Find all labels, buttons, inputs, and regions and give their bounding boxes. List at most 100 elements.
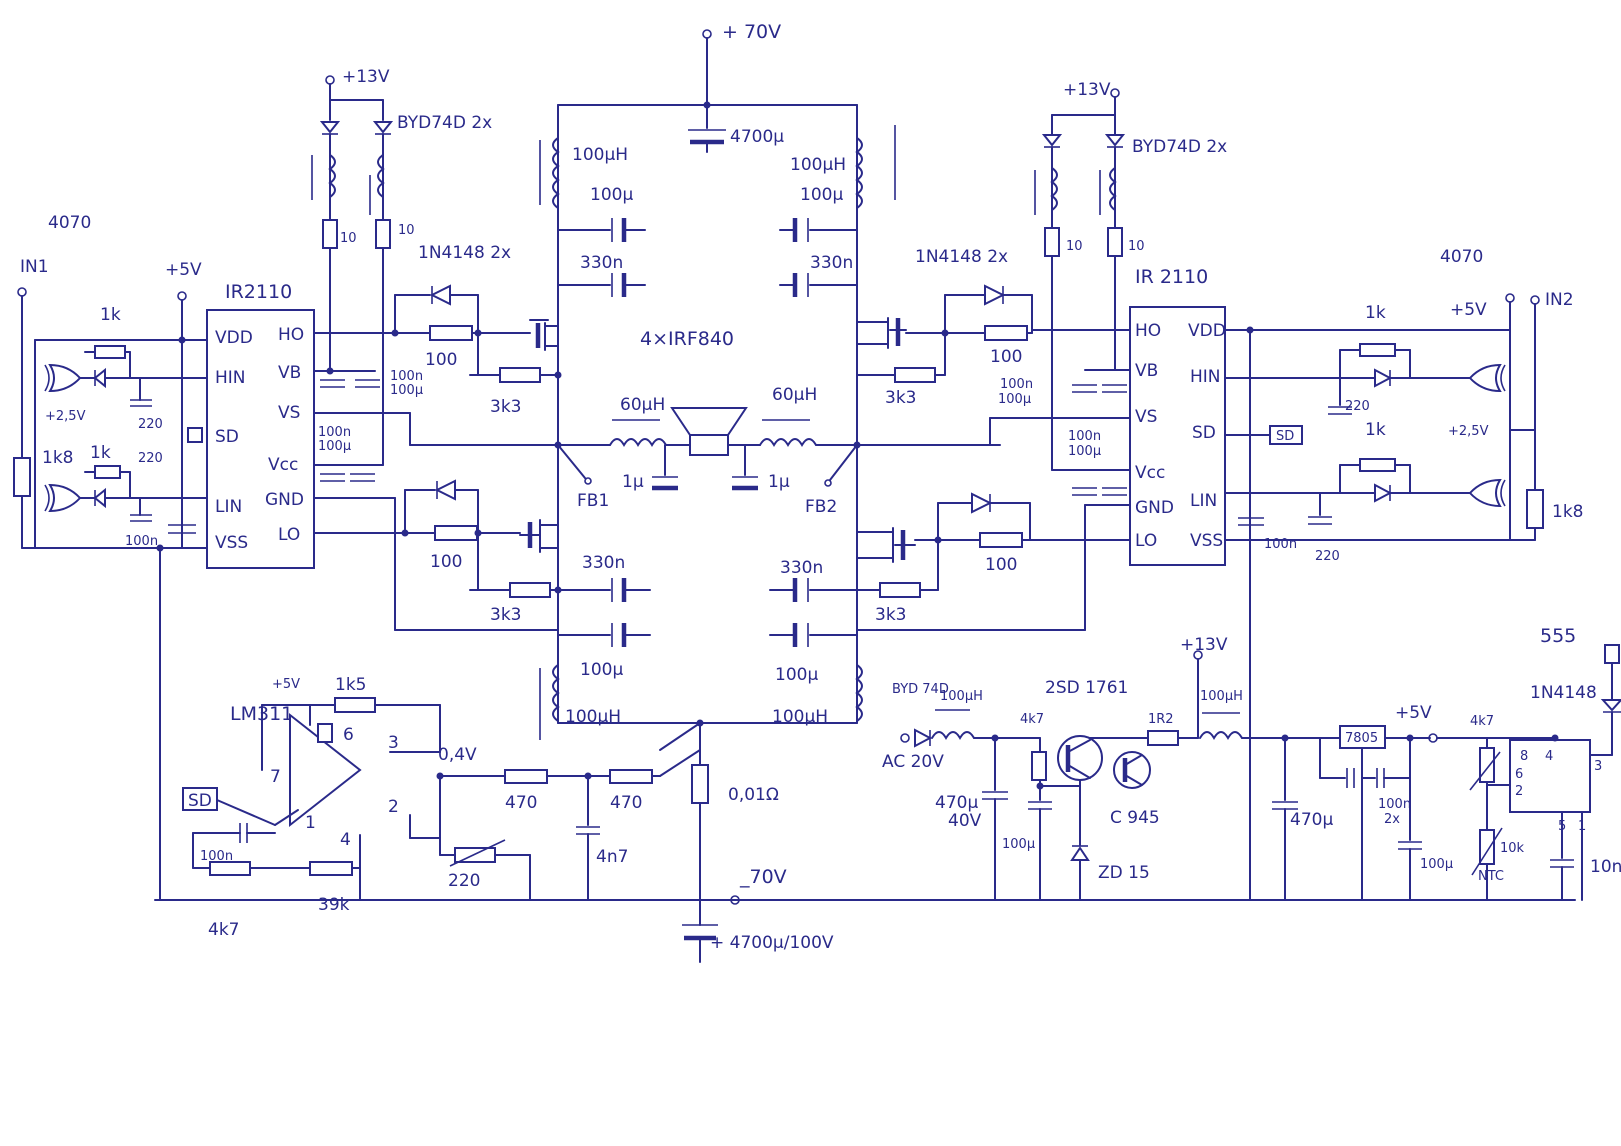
d1n4148-555-label: 1N4148 [1530, 683, 1597, 703]
v04-label: 0,4V [438, 745, 477, 765]
ir-right-pin-hin: HIN [1190, 367, 1221, 387]
ir-left-pin-ho: HO [278, 325, 304, 345]
v25-left-label: +2,5V [45, 409, 86, 424]
r1k-right-b-label: 1k [1365, 420, 1386, 440]
left-bootstrap: +13V BYD74D 2x 10 10 100n 100µ [311, 67, 511, 482]
v5-right-label: +5V [1450, 300, 1487, 320]
c-vcc-left-label: 100n [318, 425, 351, 440]
shunt-resistor-label: 0,01Ω [728, 785, 779, 805]
l100-tr-label: 100µH [790, 155, 846, 175]
c-vb-left-label: 100n [390, 369, 423, 384]
c4700-top-label: 4700µ [730, 127, 784, 147]
ir-left-pin-vb: VB [278, 363, 301, 383]
r-gate-rh-label: 100 [990, 347, 1022, 367]
fb2-label: FB2 [805, 497, 837, 517]
v13-reg-label: +13V [1180, 635, 1228, 655]
ir-left-pin-sd: SD [215, 427, 239, 447]
lm311-pin-2: 2 [388, 797, 399, 817]
transistor-2sd1761 [1057, 735, 1103, 781]
regulator-section: BYD 74D AC 20V 100µH 470µ 40V 4k7 100µ 2… [882, 635, 1453, 901]
ir-right-pin-vdd: VDD [1188, 321, 1226, 341]
r1k5-label: 1k5 [335, 675, 366, 695]
v25-right-label: +2,5V [1448, 424, 1489, 439]
r1r2-label: 1R2 [1148, 712, 1174, 727]
c330-bl-label: 330n [582, 553, 625, 573]
c-vcc-right-label: 100n [1068, 429, 1101, 444]
ir-right-pin-sd: SD [1192, 423, 1216, 443]
c555-pin-4: 4 [1545, 749, 1553, 764]
supply-plus70-label: + 70V [722, 21, 781, 43]
c100u-reg-label: 100µ [1002, 837, 1035, 852]
d1n4148-right-label: 1N4148 2x [915, 247, 1008, 267]
v13-right-label: +13V [1063, 80, 1111, 100]
sd-right-label: SD [1276, 429, 1294, 444]
right-bootstrap: +13V BYD74D 2x 10 10 100n 100µ [915, 80, 1227, 496]
transistor-c945-label: C 945 [1110, 808, 1160, 828]
mosfet-left-low [519, 519, 559, 553]
r-gate-lh-label: 100 [425, 350, 457, 370]
r-hb-right-b-label: 10 [1128, 239, 1145, 254]
c220-left-a-label: 220 [138, 417, 163, 432]
lm311-pin-3: 3 [388, 733, 399, 753]
ir-left-pin-vcc: Vcc [268, 455, 298, 475]
ir-right-pin-vb: VB [1135, 361, 1158, 381]
r-gate-ll-label: 100 [430, 552, 462, 572]
v5-reg-label: +5V [1395, 703, 1432, 723]
ir-right-pin-vcc: Vcc [1135, 463, 1165, 483]
r10k-label: 10k [1500, 841, 1525, 856]
timer-555-section: 555 1N4148 8 4 6 2 3 5 1 4k7 10k NTC [1436, 625, 1621, 901]
c100u-tr-label: 100µ [800, 185, 843, 205]
c330-tl-label: 330n [580, 253, 623, 273]
mosfet-left-high [529, 319, 559, 351]
ir-left-pin-lo: LO [278, 525, 300, 545]
left-gate-network: 100 100 [394, 284, 531, 591]
lm311-pin-7: 7 [270, 767, 281, 787]
c-vb-left-b-label: 100µ [390, 383, 423, 398]
r4k7-reg-label: 4k7 [1020, 712, 1044, 727]
chip4070-right-label: 4070 [1440, 247, 1483, 267]
r1k-left-b-label: 1k [90, 443, 111, 463]
r-hb-left-b-label: 10 [398, 223, 415, 238]
fb1-label: FB1 [577, 491, 609, 511]
mosfets-label: 4×IRF840 [640, 328, 734, 350]
r4k7-555-label: 4k7 [1470, 714, 1494, 729]
c220-right-b-label: 220 [1315, 549, 1340, 564]
c555-pin-6: 6 [1515, 767, 1523, 782]
byd-right-label: BYD74D 2x [1132, 137, 1227, 157]
ir-right-pin-gnd: GND [1135, 498, 1174, 518]
lm311-pin-1: 1 [305, 813, 316, 833]
l100-reg-label: 100µH [1200, 689, 1243, 704]
c555-pin-2: 2 [1515, 784, 1523, 799]
c1u-right-label: 1µ [768, 472, 790, 492]
ntc-label: NTC [1478, 869, 1504, 884]
ir-right-pin-vss: VSS [1190, 531, 1223, 551]
r1k-left-a-label: 1k [100, 305, 121, 325]
c470-reg-label: 470µ [1290, 810, 1333, 830]
right-input-logic: 4070 +5V IN2 1k8 +2,5V 1k [1224, 247, 1583, 564]
l100-br-label: 100µH [772, 707, 828, 727]
zener-label: ZD 15 [1098, 863, 1150, 883]
left-input-logic: 4070 IN1 1k8 +2,5V 1k 1k [13, 213, 203, 549]
c330-br-label: 330n [780, 558, 823, 578]
pot220-label: 220 [448, 871, 480, 891]
ir-left-pin-gnd: GND [265, 490, 304, 510]
l60-right-label: 60µH [772, 385, 817, 405]
r3k3-rl-label: 3k3 [875, 605, 906, 625]
r39k-label: 39k [318, 895, 350, 915]
r1k-right-a-label: 1k [1365, 303, 1386, 323]
d1n4148-left-label: 1N4148 2x [418, 243, 511, 263]
ir-right-pin-ho: HO [1135, 321, 1161, 341]
speaker [670, 407, 748, 456]
right-gate-network: 100 100 [905, 284, 1033, 591]
chip555-label: 555 [1540, 625, 1576, 647]
ir2110-left-label: IR2110 [225, 281, 292, 303]
c-vcc-left-b-label: 100µ [318, 439, 351, 454]
r1k8-right-label: 1k8 [1552, 502, 1583, 522]
top-supply-rail: + 70V 4700µ [557, 21, 858, 153]
c100u-bl-label: 100µ [580, 660, 623, 680]
c100n-left-label: 100n [125, 534, 158, 549]
ir2110-right-label: IR 2110 [1135, 266, 1208, 288]
c100u-br-label: 100µ [775, 665, 818, 685]
c100n-2x-b-label: 2x [1384, 812, 1400, 827]
lm311-section: LM311 +5V 7 8 6 3 2 1 4 1k5 0,4V 470 470 [182, 675, 701, 940]
